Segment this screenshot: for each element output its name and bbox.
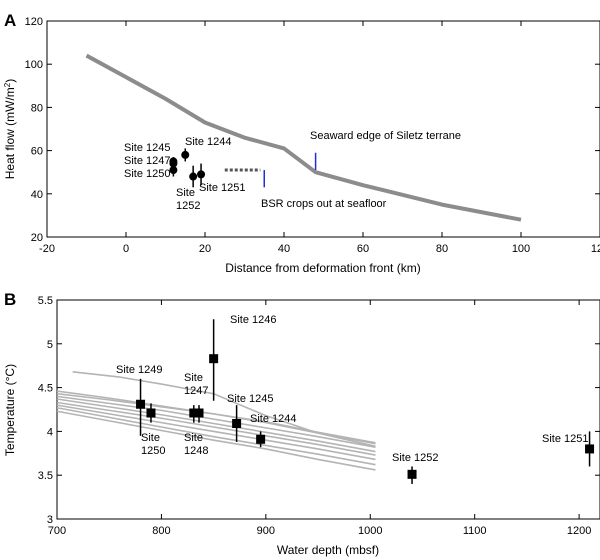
b-ytick-label: 4.5 xyxy=(38,383,53,395)
ctd-temperature-profile xyxy=(56,410,376,471)
a-xtick-label: 120 xyxy=(591,243,600,255)
panel-b-ticks: 700 800 900 1000 1100 1200 3 3.5 4 4.5 5 5.5 xyxy=(38,295,600,537)
b-ytick-label: 5 xyxy=(47,339,53,351)
a-site-point xyxy=(169,166,178,175)
b-site-point xyxy=(407,469,417,479)
panel-a-letter: A xyxy=(4,11,16,30)
a-xtick-label: 20 xyxy=(199,243,211,255)
a-site-point xyxy=(189,172,198,181)
label-siletz: Seaward edge of Siletz terrane xyxy=(310,130,461,142)
panel-a-annotations: Site 1245 Site 1247 Site 1250 Site 1244 … xyxy=(124,130,461,212)
b-ytick-label: 5.5 xyxy=(38,295,53,307)
b-xtick-label: 1200 xyxy=(567,525,591,537)
b-site-point xyxy=(256,434,266,444)
a-xtick-label: 60 xyxy=(357,243,369,255)
a-xtick-label: -20 xyxy=(39,243,55,255)
b-site-point xyxy=(232,419,242,429)
b-site-point xyxy=(136,399,146,409)
b-ytick-label: 4 xyxy=(47,426,53,438)
label-b-site-1249: Site 1249 xyxy=(116,364,162,376)
label-a-site-1245: Site 1245 xyxy=(124,142,170,154)
b-xtick-label: 1000 xyxy=(358,525,382,537)
a-xtick-label: 80 xyxy=(436,243,448,255)
a-site-point xyxy=(197,170,206,179)
ctd-temperature-profile xyxy=(56,404,376,461)
a-ytick-label: 40 xyxy=(31,189,43,201)
panel-b-letter: B xyxy=(4,290,16,309)
b-xtick-label: 800 xyxy=(152,525,170,537)
label-b-site-1252: Site 1252 xyxy=(392,452,438,464)
panel-b: B 700 800 900 1000 1100 1200 3 3.5 4 4.5 5 5.5 Site… xyxy=(3,290,600,557)
label-bsr: BSR crops out at seafloor xyxy=(261,198,387,210)
panel-a: A -20 0 20 40 60 80 100 120 20 40 60 80 100 120 Site … xyxy=(3,11,600,275)
ctd-temperature-profile xyxy=(56,401,376,456)
a-ytick-label: 60 xyxy=(31,146,43,158)
ctd-temperature-profile xyxy=(56,395,376,448)
a-site-point xyxy=(181,150,190,159)
b-site-point xyxy=(194,408,204,418)
b-ytick-label: 3.5 xyxy=(38,470,53,482)
label-b-site-1244: Site 1244 xyxy=(250,413,296,425)
panel-a-xlabel: Distance from deformation front (km) xyxy=(225,261,420,275)
ctd-temperature-profile xyxy=(56,392,376,445)
b-xtick-label: 1100 xyxy=(463,525,487,537)
label-b-site-1245: Site 1245 xyxy=(227,393,273,405)
label-b-site-1246: Site 1246 xyxy=(230,314,276,326)
b-site-point xyxy=(146,408,156,418)
panel-a-data xyxy=(85,53,522,222)
panel-a-ylabel: Heat flow (mW/m2) xyxy=(3,79,17,179)
a-xtick-label: 40 xyxy=(278,243,290,255)
label-a-site-1250: Site 1250 xyxy=(124,168,170,180)
b-xtick-label: 900 xyxy=(257,525,275,537)
panel-b-data xyxy=(56,319,595,484)
a-xtick-label: 100 xyxy=(512,243,530,255)
heat-flow-model-curve xyxy=(85,53,522,222)
a-ytick-label: 100 xyxy=(25,59,43,71)
b-ytick-label: 3 xyxy=(47,514,53,526)
a-ytick-label: 120 xyxy=(25,16,43,28)
b-xtick-label: 700 xyxy=(48,525,66,537)
ctd-temperature-profile xyxy=(56,406,376,466)
panel-b-xlabel: Water depth (mbsf) xyxy=(277,543,379,557)
a-xtick-label: 0 xyxy=(123,243,129,255)
a-ytick-label: 20 xyxy=(31,232,43,244)
label-b-site-1251: Site 1251 xyxy=(542,433,588,445)
label-a-site-1251: Site 1251 xyxy=(199,182,245,194)
panel-a-frame xyxy=(46,20,600,238)
label-a-site-1244: Site 1244 xyxy=(185,136,231,148)
panel-b-ylabel: Temperature (°C) xyxy=(3,364,17,456)
b-site-point xyxy=(209,354,219,364)
b-site-point xyxy=(585,444,595,454)
panel-b-frame xyxy=(56,299,600,520)
a-ytick-label: 80 xyxy=(31,102,43,114)
label-a-site-1247: Site 1247 xyxy=(124,155,170,167)
ctd-temperature-profile xyxy=(56,398,376,453)
b-site-point xyxy=(189,408,199,418)
panel-a-ticks: -20 0 20 40 60 80 100 120 20 40 60 80 100 120 xyxy=(25,16,600,255)
